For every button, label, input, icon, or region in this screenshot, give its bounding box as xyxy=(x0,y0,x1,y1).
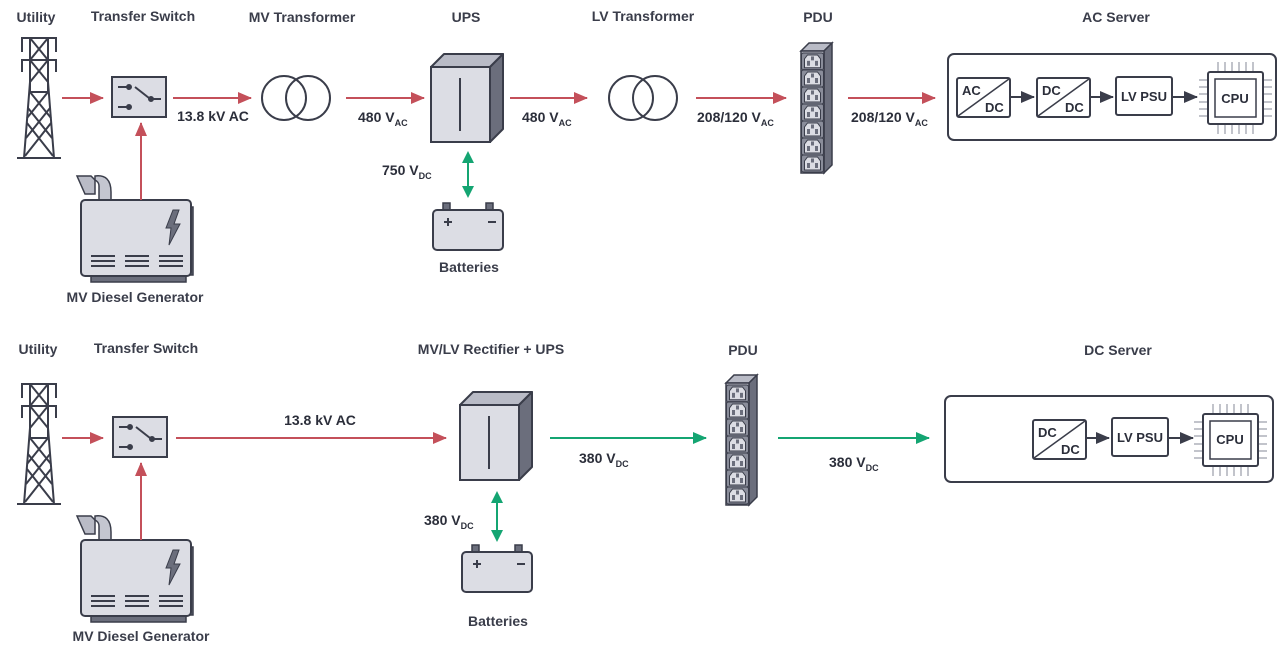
svg-text:DC: DC xyxy=(1061,442,1080,457)
ups-cabinet-icon xyxy=(430,53,504,143)
svg-text:AC: AC xyxy=(962,83,981,98)
pdu-icon xyxy=(801,43,832,173)
utility-tower-icon xyxy=(16,37,62,159)
batteries-label: Batteries xyxy=(439,259,499,275)
voltage-mv-out: 480 VAC xyxy=(358,109,408,128)
cpu-label: CPU xyxy=(1216,432,1243,447)
lv-transformer-label: LV Transformer xyxy=(592,8,695,24)
voltage-pdu-out: 208/120 VAC xyxy=(851,109,928,128)
rectifier-label: MV/LV Rectifier + UPS xyxy=(418,341,564,357)
diesel-generator-icon xyxy=(76,514,194,623)
utility-label: Utility xyxy=(19,341,58,357)
svg-text:DC: DC xyxy=(1065,100,1084,115)
voltage-battery: 380 VDC xyxy=(424,512,474,531)
ac-dc-converter: AC DC xyxy=(956,77,1011,118)
dc-dc-converter: DC DC xyxy=(1032,419,1087,460)
generator-label: MV Diesel Generator xyxy=(73,628,210,644)
svg-text:DC: DC xyxy=(1038,425,1057,440)
svg-text:DC: DC xyxy=(1042,83,1061,98)
server-label: DC Server xyxy=(1084,342,1152,358)
rectifier-ups-cabinet-icon xyxy=(459,391,533,481)
pdu-label: PDU xyxy=(728,342,758,358)
mv-transformer-icon xyxy=(261,75,331,121)
ac-system: Utility Transfer Switch MV Transformer U… xyxy=(16,8,1277,305)
voltage-13-8kv: 13.8 kV AC xyxy=(284,412,356,428)
generator-label: MV Diesel Generator xyxy=(67,289,204,305)
batteries-label: Batteries xyxy=(468,613,528,629)
diesel-generator-icon xyxy=(76,174,194,283)
mv-transformer-label: MV Transformer xyxy=(249,9,356,25)
voltage-lv-out: 208/120 VAC xyxy=(697,109,774,128)
voltage-13-8kv: 13.8 kV AC xyxy=(177,108,249,124)
svg-text:LV PSU: LV PSU xyxy=(1121,89,1167,104)
voltage-battery: 750 VDC xyxy=(382,162,432,181)
pdu-icon xyxy=(726,375,757,505)
svg-text:LV PSU: LV PSU xyxy=(1117,430,1163,445)
transfer-switch-label: Transfer Switch xyxy=(94,340,198,356)
pdu-label: PDU xyxy=(803,9,833,25)
server-label: AC Server xyxy=(1082,9,1150,25)
ups-label: UPS xyxy=(452,9,481,25)
cpu-label: CPU xyxy=(1221,91,1248,106)
battery-icon xyxy=(432,202,504,251)
transfer-switch-icon xyxy=(112,416,168,458)
lv-psu-block: LV PSU xyxy=(1115,76,1173,116)
voltage-ups-out: 480 VAC xyxy=(522,109,572,128)
dc-dc-converter: DC DC xyxy=(1036,77,1091,118)
transfer-switch-icon xyxy=(111,76,167,118)
voltage-rect-out: 380 VDC xyxy=(579,450,629,469)
utility-label: Utility xyxy=(17,9,56,25)
battery-icon xyxy=(461,544,533,593)
transfer-switch-label: Transfer Switch xyxy=(91,8,195,24)
dc-system: Utility Transfer Switch MV/LV Rectifier … xyxy=(16,340,1274,644)
lv-transformer-icon xyxy=(608,75,678,121)
utility-tower-icon xyxy=(16,383,62,505)
lv-psu-block: LV PSU xyxy=(1111,417,1169,457)
voltage-pdu-out: 380 VDC xyxy=(829,454,879,473)
svg-text:DC: DC xyxy=(985,100,1004,115)
